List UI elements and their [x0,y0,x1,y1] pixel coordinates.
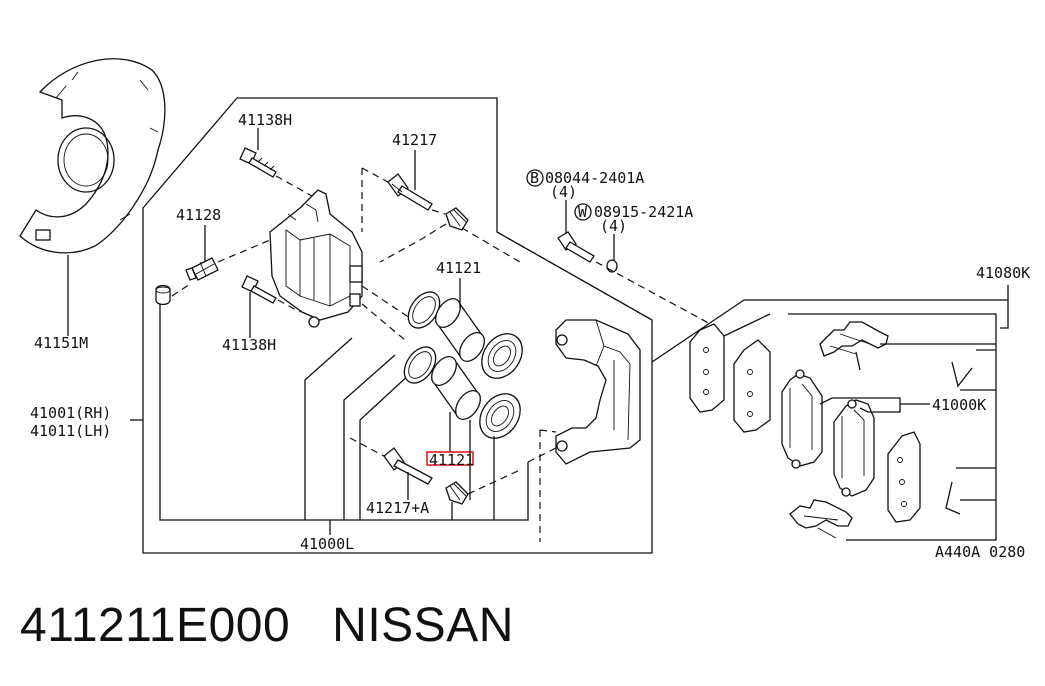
label-41217a: 41217+A [366,499,429,517]
caption: 411211E000 NISSAN [20,598,556,653]
torque-member[interactable] [555,319,641,465]
anti-squeal-shim-outer-2[interactable] [733,339,771,433]
label-41001-rh: 41001(RH) [30,404,111,422]
label-washer-qty: (4) [600,217,627,235]
highlight-box [426,451,474,466]
badge-b-letter: B [530,169,539,187]
bolt-b-badge: B [526,169,544,187]
brake-pad-outer-41000k[interactable] [781,369,823,469]
pad-wear-indicator-upper[interactable] [951,361,973,388]
label-41138h-top: 41138H [238,111,292,129]
label-41080k: 41080K [976,264,1030,282]
piston-boot-lower[interactable] [471,386,528,446]
pad-retainer-upper[interactable] [819,321,889,371]
bolt-41138h-upper[interactable] [239,147,277,178]
label-41128: 41128 [176,206,221,224]
label-41121-top: 41121 [436,259,481,277]
slide-pin-41217[interactable] [387,173,433,211]
diagram-code: A440A 0280 [935,543,1025,561]
pad-retainer-lower[interactable] [789,499,853,539]
pad-wear-indicator-lower[interactable] [945,481,961,515]
label-washer-08915: 08915-2421A [594,203,693,221]
badge-w-letter: W [578,203,588,221]
label-41000k: 41000K [932,396,986,414]
anti-squeal-shim-inner[interactable] [887,431,921,523]
anti-squeal-shim-outer[interactable] [689,323,725,413]
slide-pin-41217a[interactable] [383,447,433,485]
caption-brand: NISSAN [332,599,514,652]
label-bolt-08044: 08044-2401A [545,169,644,187]
bleeder-cap[interactable] [155,284,171,306]
pin-boot-upper[interactable] [445,207,469,231]
label-41217: 41217 [392,131,437,149]
label-bolt-qty: (4) [550,183,577,201]
pin-boot-lower[interactable] [445,481,469,505]
piston-seal-lower[interactable] [398,341,442,389]
piston-41121-upper[interactable] [431,294,490,366]
piston-boot-upper[interactable] [473,326,530,386]
washer-w-badge: W [574,203,592,221]
bolt-08044-2401a[interactable] [557,231,595,263]
caliper-body[interactable] [269,189,363,328]
label-41138h-mid: 41138H [222,336,276,354]
piston-41121-lower[interactable] [427,352,486,424]
bleeder-41128[interactable] [185,257,219,281]
label-41121-highlight[interactable]: 41121 [429,451,474,469]
label-41151m: 41151M [34,334,88,352]
caption-part-number: 411211E000 [20,599,291,652]
piston-seal-upper[interactable] [402,286,446,334]
dust-shield-41151m[interactable] [19,58,166,336]
label-41011-lh: 41011(LH) [30,422,111,440]
label-41000l: 41000L [300,535,354,553]
bolt-41138h-lower[interactable] [241,275,277,304]
brake-pad-inner-41000k[interactable] [833,399,875,497]
